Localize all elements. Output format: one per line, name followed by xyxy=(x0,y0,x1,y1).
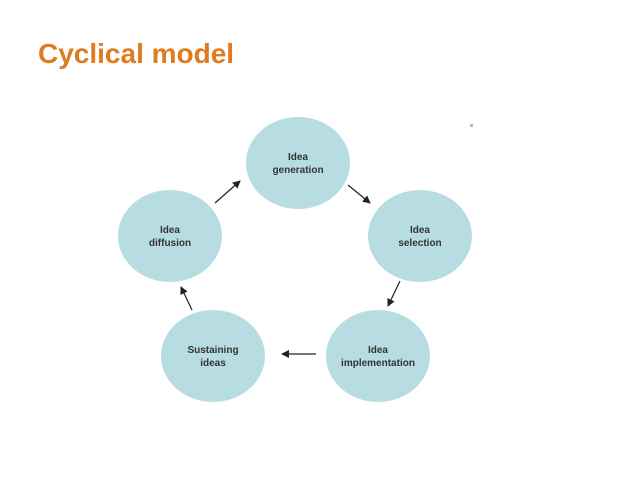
scan-artifact xyxy=(470,124,473,127)
node-circle xyxy=(246,117,350,209)
node-label-line-2: ideas xyxy=(200,358,226,369)
node-circle xyxy=(161,310,265,402)
node-idea-diffusion: Idea diffusion xyxy=(118,190,222,282)
node-label-line-2: selection xyxy=(398,238,441,249)
node-label-line-2: diffusion xyxy=(149,238,191,249)
node-sustaining-ideas: Sustaining ideas xyxy=(161,310,265,402)
node-idea-implementation: Idea implementation xyxy=(326,310,430,402)
arrow-generation-to-selection xyxy=(347,184,371,204)
node-circle xyxy=(368,190,472,282)
node-label-line-1: Idea xyxy=(288,152,308,163)
node-idea-selection: Idea selection xyxy=(368,190,472,282)
arrow-diffusion-to-generation xyxy=(214,180,241,204)
arrow-selection-to-implementation xyxy=(387,280,401,307)
node-label-line-1: Idea xyxy=(368,345,388,356)
slide-title: Cyclical model xyxy=(38,38,235,69)
node-idea-generation: Idea generation xyxy=(246,117,350,209)
node-label-line-2: generation xyxy=(272,165,323,176)
node-circle xyxy=(326,310,430,402)
node-label-line-1: Sustaining xyxy=(187,345,238,356)
node-label-line-2: implementation xyxy=(341,358,415,369)
node-label-line-1: Idea xyxy=(160,225,180,236)
node-label-line-1: Idea xyxy=(410,225,430,236)
arrow-sustaining-to-diffusion xyxy=(180,286,193,311)
node-circle xyxy=(118,190,222,282)
